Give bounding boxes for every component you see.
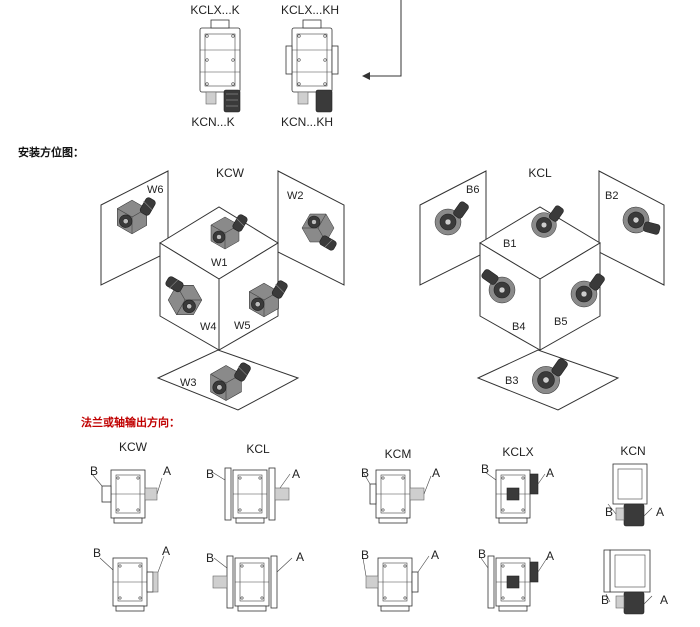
dir-a-kcw-2: A	[162, 544, 170, 558]
dir-b-kclx-2: B	[478, 547, 486, 561]
dir-b-kcw-1: B	[90, 464, 98, 478]
output-type-kcw: KCW	[119, 440, 148, 454]
label-kclx-k: KCLX...K	[190, 3, 239, 17]
output-type-kcm: KCM	[385, 447, 412, 461]
kcw-label-w4: W4	[200, 321, 217, 333]
dir-a-kcl-1: A	[292, 467, 300, 481]
dir-b-kcn-1: B	[605, 505, 613, 519]
top-section: KCLX...K KCLX...KH KCN...K KCN...KH	[190, 0, 402, 129]
label-kclx-kh: KCLX...KH	[281, 3, 339, 17]
kcw-label-w1: W1	[211, 257, 228, 269]
kcw-label-w6: W6	[147, 184, 164, 196]
output-kcm-row2	[362, 555, 430, 612]
kcl-cube-right	[539, 242, 601, 351]
dir-b-kcn-2: B	[601, 593, 609, 607]
kcw-cube-title: KCW	[216, 166, 245, 180]
output-type-kcn: KCN	[620, 444, 645, 458]
kcl-cube-diagram: KCL B6 B2 B1 B4 B5 B3	[419, 166, 665, 411]
kcw-cube-diagram: KCW W6 W2 W1 W4 W5 W3	[100, 166, 345, 411]
output-kclx-row1	[484, 469, 546, 524]
output-title: 法兰或轴输出方向：	[81, 415, 180, 429]
kclx-k-drawing	[199, 19, 241, 113]
output-direction-diagrams: KCW KCL KCM KCLX KCN	[90, 440, 668, 615]
kclx-kh-drawing	[285, 19, 339, 113]
dir-a-kcm-1: A	[432, 466, 440, 480]
dir-b-kcw-2: B	[93, 546, 101, 560]
kcw-label-w5: W5	[234, 320, 251, 332]
dir-a-kcn-2: A	[660, 593, 668, 607]
dir-a-kclx-2: A	[546, 549, 554, 563]
output-kcw-row2	[99, 555, 165, 612]
output-kcl-row2	[212, 555, 293, 612]
dir-a-kcn-1: A	[656, 505, 664, 519]
dir-b-kcl-1: B	[206, 467, 214, 481]
kcl-label-b5: B5	[554, 316, 567, 328]
kcl-label-b4: B4	[512, 321, 525, 333]
label-kcn-k: KCN...K	[191, 115, 234, 129]
kcw-label-w2: W2	[287, 190, 304, 202]
kcl-label-b1: B1	[503, 238, 516, 250]
kcw-label-w3: W3	[180, 377, 197, 389]
kcl-cube-title: KCL	[528, 166, 552, 180]
kcw-cube-right	[218, 242, 279, 351]
mounting-title: 安装方位图：	[18, 145, 84, 159]
kcl-label-b6: B6	[466, 184, 479, 196]
dir-a-kcw-1: A	[163, 464, 171, 478]
output-type-kclx: KCLX	[502, 445, 533, 459]
kcl-label-b2: B2	[605, 190, 618, 202]
dir-b-kcl-2: B	[206, 551, 214, 565]
label-kcn-kh: KCN...KH	[281, 115, 333, 129]
output-kcn-row2	[603, 549, 653, 615]
output-kclx-row2	[480, 555, 548, 612]
output-kcl-row1	[211, 467, 291, 524]
dir-a-kclx-1: A	[546, 466, 554, 480]
output-kcn-row1	[607, 463, 653, 527]
dir-b-kcm-2: B	[361, 548, 369, 562]
dir-b-kcm-1: B	[361, 466, 369, 480]
dir-a-kcm-2: A	[431, 548, 439, 562]
output-kcw-row1	[91, 469, 163, 524]
output-type-kcl: KCL	[246, 442, 270, 456]
dir-b-kclx-1: B	[481, 462, 489, 476]
connector-arrow	[362, 0, 402, 80]
dir-a-kcl-2: A	[296, 550, 304, 564]
kcl-label-b3: B3	[505, 375, 518, 387]
output-kcm-row1	[362, 469, 432, 524]
